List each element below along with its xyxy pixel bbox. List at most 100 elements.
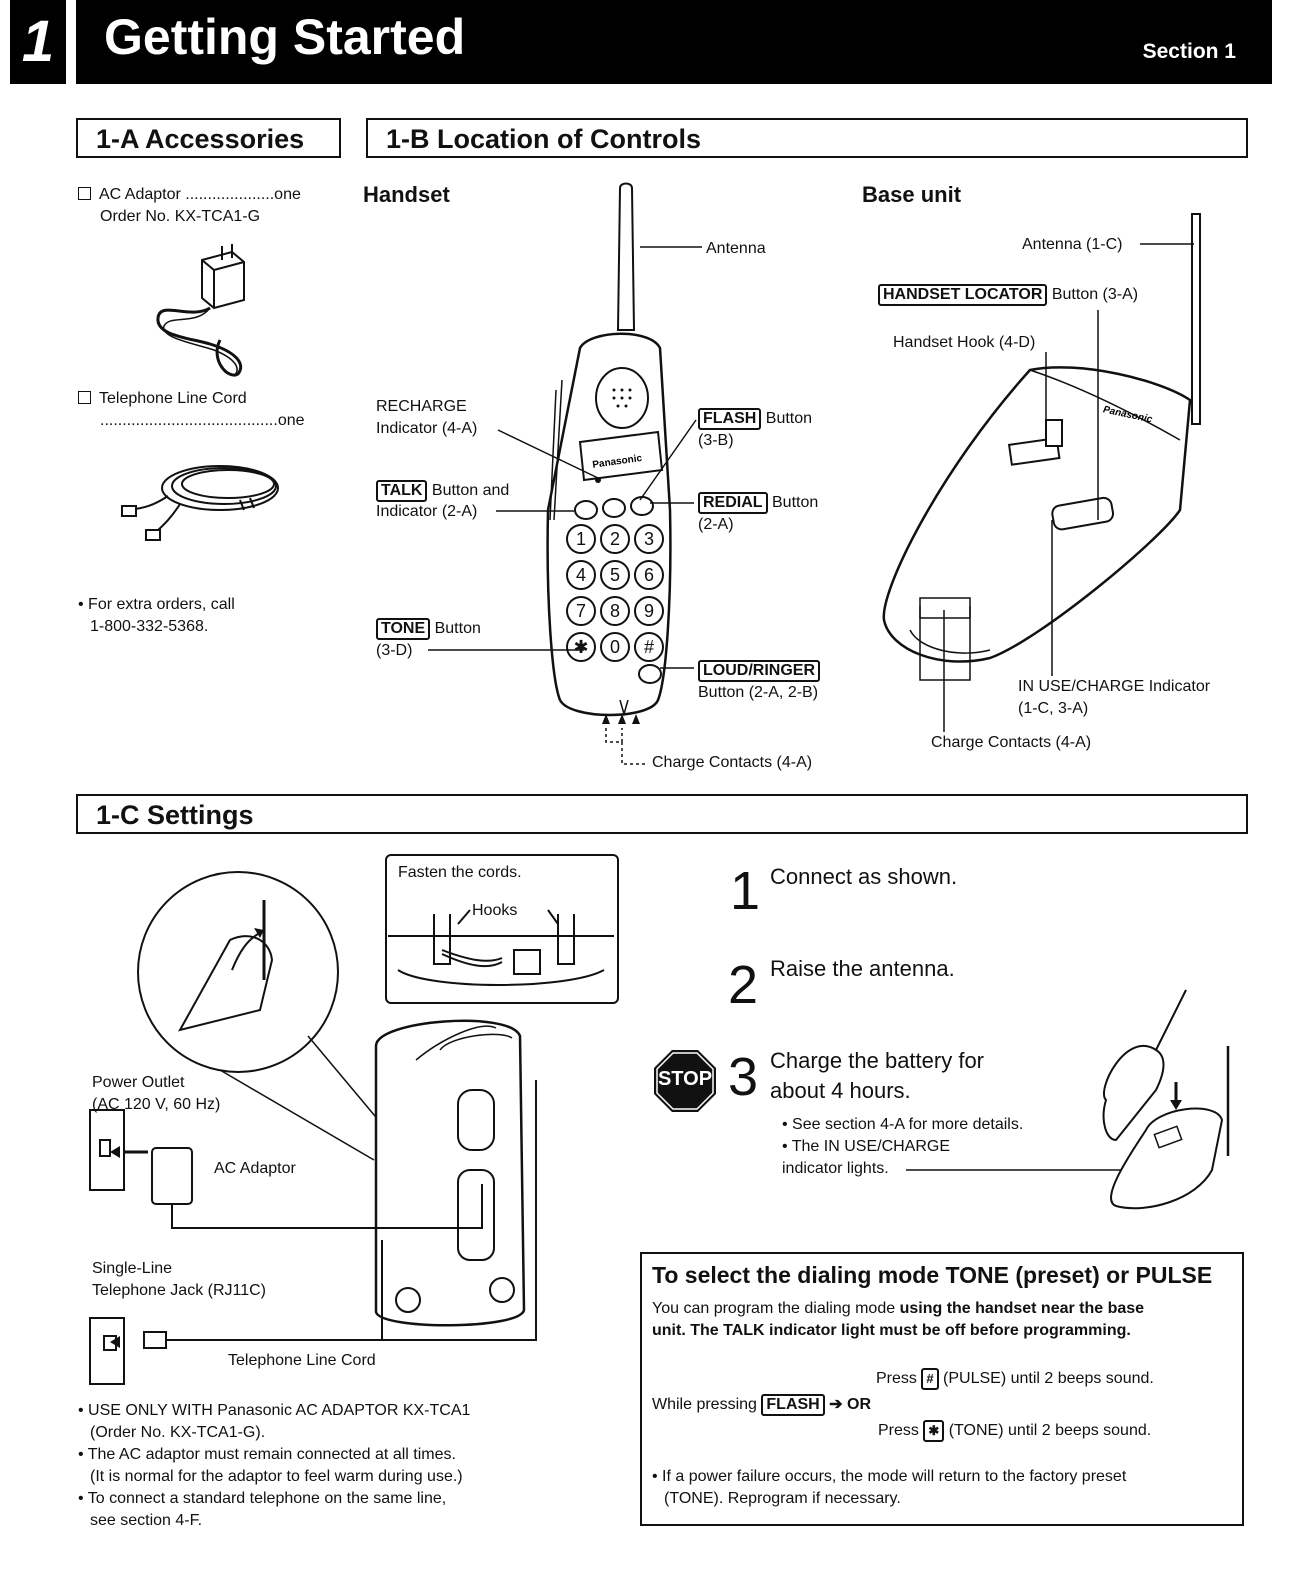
extra-orders-note: • For extra orders, call <box>78 596 235 613</box>
flash-key: FLASH <box>698 408 762 430</box>
talk-key: TALK <box>376 480 428 502</box>
base-unit-illustration: Panasonic <box>882 213 1201 663</box>
settings-note-2b: (It is normal for the adaptor to feel wa… <box>90 1468 463 1485</box>
step-3-note-3: indicator lights. <box>782 1160 889 1177</box>
keypad-key-0[interactable]: 0 <box>600 632 630 662</box>
fasten-cords-inset <box>385 854 619 1004</box>
chapter-number: 1 <box>10 0 66 84</box>
redial-key: REDIAL <box>698 492 768 514</box>
step-3-text-line2: about 4 hours. <box>770 1078 911 1103</box>
tone-key-inline: ✱ <box>923 1420 945 1442</box>
base-charge-contacts-label: Charge Contacts (4-A) <box>931 734 1092 751</box>
accessory-ac-adaptor-order: Order No. KX-TCA1-G <box>100 208 261 225</box>
fasten-cords-illustration <box>388 909 614 986</box>
keypad-key-star[interactable]: ✱ <box>566 632 596 662</box>
handset-locator-label: HANDSET LOCATOR Button (3-A) <box>878 284 1138 306</box>
press-tone-instruction: Press ✱ (TONE) until 2 beeps sound. <box>878 1420 1151 1442</box>
settings-note-1b: (Order No. KX-TCA1-G). <box>90 1424 266 1441</box>
step-3-number: 3 <box>728 1047 759 1107</box>
stop-sign-text: STOP <box>657 1068 713 1090</box>
telephone-line-cord-label: Telephone Line Cord <box>228 1352 376 1369</box>
keypad-key-2[interactable]: 2 <box>600 524 630 554</box>
talk-label-line2: Indicator (2-A) <box>376 503 478 520</box>
redial-label: REDIAL Button <box>698 492 818 514</box>
base-unit-title: Base unit <box>862 182 962 207</box>
accessory-line-cord: Telephone Line Cord <box>78 388 247 410</box>
handset-hook-label: Handset Hook (4-D) <box>893 334 1036 351</box>
accessories-heading: 1-A Accessories <box>76 118 341 158</box>
wiring-illustration <box>89 1080 537 1385</box>
loud-ringer-label: LOUD/RINGER <box>698 660 820 682</box>
dialing-intro-line1: You can program the dialing mode using t… <box>652 1300 1145 1317</box>
telephone-jack-label-line1: Single-Line <box>92 1260 173 1277</box>
keypad-key-6[interactable]: 6 <box>634 560 664 590</box>
keypad-key-4[interactable]: 4 <box>566 560 596 590</box>
power-failure-note-line2: (TONE). Reprogram if necessary. <box>664 1490 901 1507</box>
recharge-label-line1: RECHARGE <box>376 398 467 415</box>
dialing-intro-line2: unit. The TALK indicator light must be o… <box>652 1322 1131 1339</box>
extra-orders-phone: 1-800-332-5368. <box>90 618 209 635</box>
keypad-key-1[interactable]: 1 <box>566 524 596 554</box>
ac-adaptor-icon <box>156 244 245 377</box>
power-outlet-label-line2: (AC 120 V, 60 Hz) <box>92 1096 221 1113</box>
redial-label-line2: (2-A) <box>698 516 734 533</box>
handset-charge-contacts-label: Charge Contacts (4-A) <box>652 754 813 771</box>
step-3-note-2: • The IN USE/CHARGE <box>782 1138 951 1155</box>
page-title: Getting Started <box>104 9 466 65</box>
keypad-key-9[interactable]: 9 <box>634 596 664 626</box>
base-antenna-raise-circle <box>137 871 526 1340</box>
telephone-jack-label-line2: Telephone Jack (RJ11C) <box>92 1282 267 1299</box>
header-bar <box>76 0 1272 84</box>
fasten-cords-label: Fasten the cords. <box>398 864 522 881</box>
settings-note-1: • USE ONLY WITH Panasonic AC ADAPTOR KX-… <box>78 1402 471 1419</box>
pulse-key: # <box>921 1368 939 1390</box>
in-use-charge-label-line2: (1-C, 3-A) <box>1018 700 1089 717</box>
settings-note-3: • To connect a standard telephone on the… <box>78 1490 447 1507</box>
talk-label: TALK Button and <box>376 480 509 502</box>
arrow-right-icon: ➔ <box>829 1396 843 1413</box>
stop-sign-icon <box>654 1050 716 1112</box>
step-1-number: 1 <box>730 861 761 921</box>
charging-illustration <box>1102 989 1230 1210</box>
handset-keypad: 1 2 3 4 5 6 7 8 9 ✱ 0 # <box>566 524 670 662</box>
checkbox-icon <box>78 187 91 200</box>
keypad-key-pound[interactable]: # <box>634 632 664 662</box>
loud-ringer-key: LOUD/RINGER <box>698 660 820 682</box>
step-1-text: Connect as shown. <box>770 864 958 889</box>
in-use-charge-label-line1: IN USE/CHARGE Indicator <box>1018 678 1211 695</box>
accessory-line-cord-qty: ........................................… <box>100 412 305 429</box>
accessory-ac-adaptor: AC Adaptor ....................one <box>78 184 301 206</box>
dialing-mode-box <box>640 1252 1244 1526</box>
tone-label: TONE Button <box>376 618 481 640</box>
section-label: Section 1 <box>1142 40 1236 63</box>
loud-ringer-label-line2: Button (2-A, 2-B) <box>698 684 819 701</box>
handset-locator-key: HANDSET LOCATOR <box>878 284 1048 306</box>
dialing-mode-title: To select the dialing mode TONE (preset)… <box>652 1262 1213 1288</box>
keypad-key-3[interactable]: 3 <box>634 524 664 554</box>
settings-heading: 1-C Settings <box>76 794 1248 834</box>
flash-label-line2: (3-B) <box>698 432 734 449</box>
step-3-text-line1: Charge the battery for <box>770 1048 985 1073</box>
handset-antenna-label: Antenna <box>706 240 766 257</box>
recharge-label-line2: Indicator (4-A) <box>376 420 478 437</box>
press-pulse-instruction: Press # (PULSE) until 2 beeps sound. <box>876 1368 1154 1390</box>
step-3-note-1: • See section 4-A for more details. <box>782 1116 1024 1133</box>
flash-label: FLASH Button <box>698 408 812 430</box>
keypad-key-8[interactable]: 8 <box>600 596 630 626</box>
ac-adaptor-label: AC Adaptor <box>214 1160 296 1177</box>
checkbox-icon <box>78 391 91 404</box>
step-2-text: Raise the antenna. <box>770 956 955 981</box>
power-outlet-label-line1: Power Outlet <box>92 1074 185 1091</box>
keypad-key-7[interactable]: 7 <box>566 596 596 626</box>
settings-note-3b: see section 4-F. <box>90 1512 203 1529</box>
tone-label-line2: (3-D) <box>376 642 413 659</box>
base-antenna-label: Antenna (1-C) <box>1022 236 1123 253</box>
tone-key: TONE <box>376 618 431 640</box>
power-failure-note-line1: • If a power failure occurs, the mode wi… <box>652 1468 1127 1485</box>
while-pressing-flash: While pressing FLASH ➔ OR <box>652 1394 871 1416</box>
keypad-key-5[interactable]: 5 <box>600 560 630 590</box>
controls-heading: 1-B Location of Controls <box>366 118 1248 158</box>
step-2-number: 2 <box>728 955 759 1015</box>
